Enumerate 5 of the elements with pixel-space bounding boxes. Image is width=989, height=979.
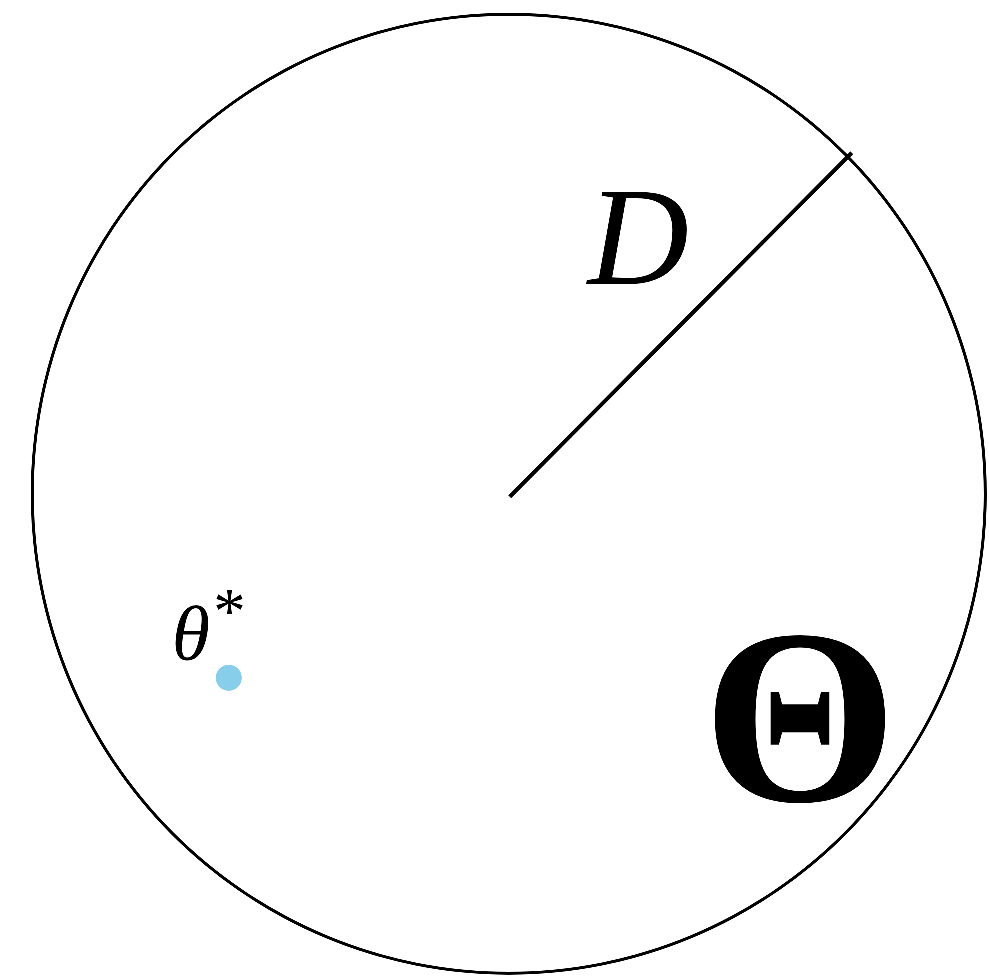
set-symbol: Θ <box>703 593 898 843</box>
set-circle <box>31 13 987 975</box>
dimension-label: D <box>588 168 690 308</box>
point-marker <box>216 665 242 691</box>
point-label: θ$^{*}$ <box>172 580 243 673</box>
